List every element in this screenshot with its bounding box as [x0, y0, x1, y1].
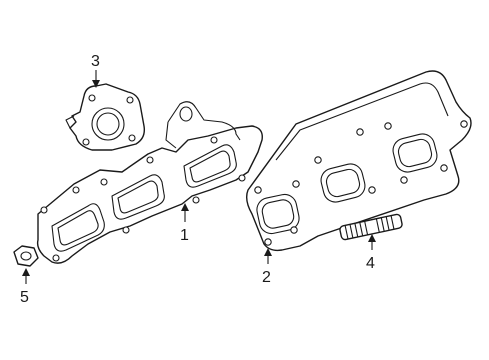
callout-3: 3: [91, 53, 100, 88]
manifold-part-1: [36, 101, 263, 264]
callout-1: 1: [180, 203, 189, 244]
callout-5: 5: [20, 268, 30, 306]
stud-part-4: [339, 213, 403, 241]
nut-part-5: [13, 245, 39, 267]
callout-label-3: 3: [91, 53, 100, 70]
callout-2: 2: [262, 248, 272, 286]
callout-label-2: 2: [262, 269, 271, 286]
gasket-part-2: [245, 70, 472, 252]
callout-4: 4: [366, 234, 376, 272]
callout-label-1: 1: [180, 227, 189, 244]
flange-gasket-part-3: [65, 83, 146, 151]
callout-label-4: 4: [366, 255, 375, 272]
callout-label-5: 5: [20, 289, 29, 306]
